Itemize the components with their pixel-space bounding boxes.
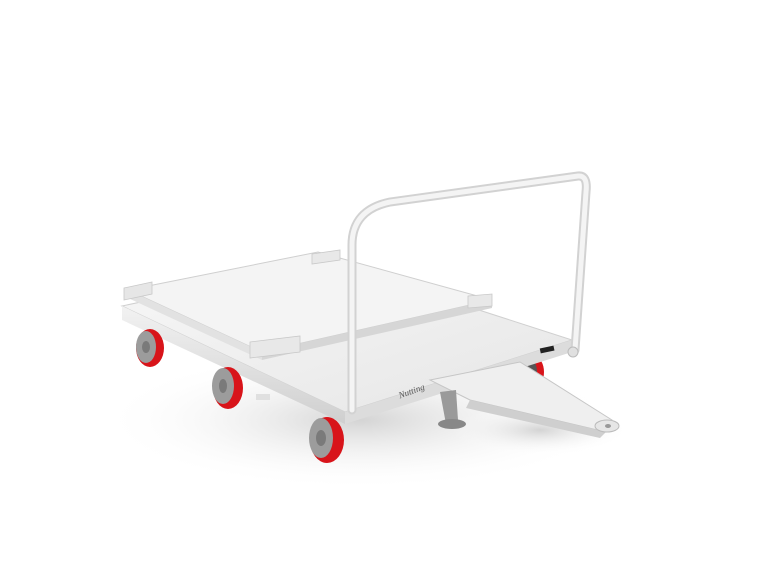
- push-handle: [347, 171, 591, 415]
- corner-bracket: [467, 293, 493, 309]
- wheel-front-center: [309, 417, 344, 463]
- corner-bracket: [249, 335, 301, 359]
- wheel-front-left: [136, 329, 164, 367]
- tow-bar: [428, 361, 620, 438]
- label-plate: [539, 345, 555, 354]
- corner-bracket: [311, 249, 341, 265]
- wheel-middle-left: [212, 367, 243, 409]
- corner-bracket: [123, 281, 153, 301]
- upper-deck: [123, 249, 493, 360]
- underside-plate: [256, 394, 270, 400]
